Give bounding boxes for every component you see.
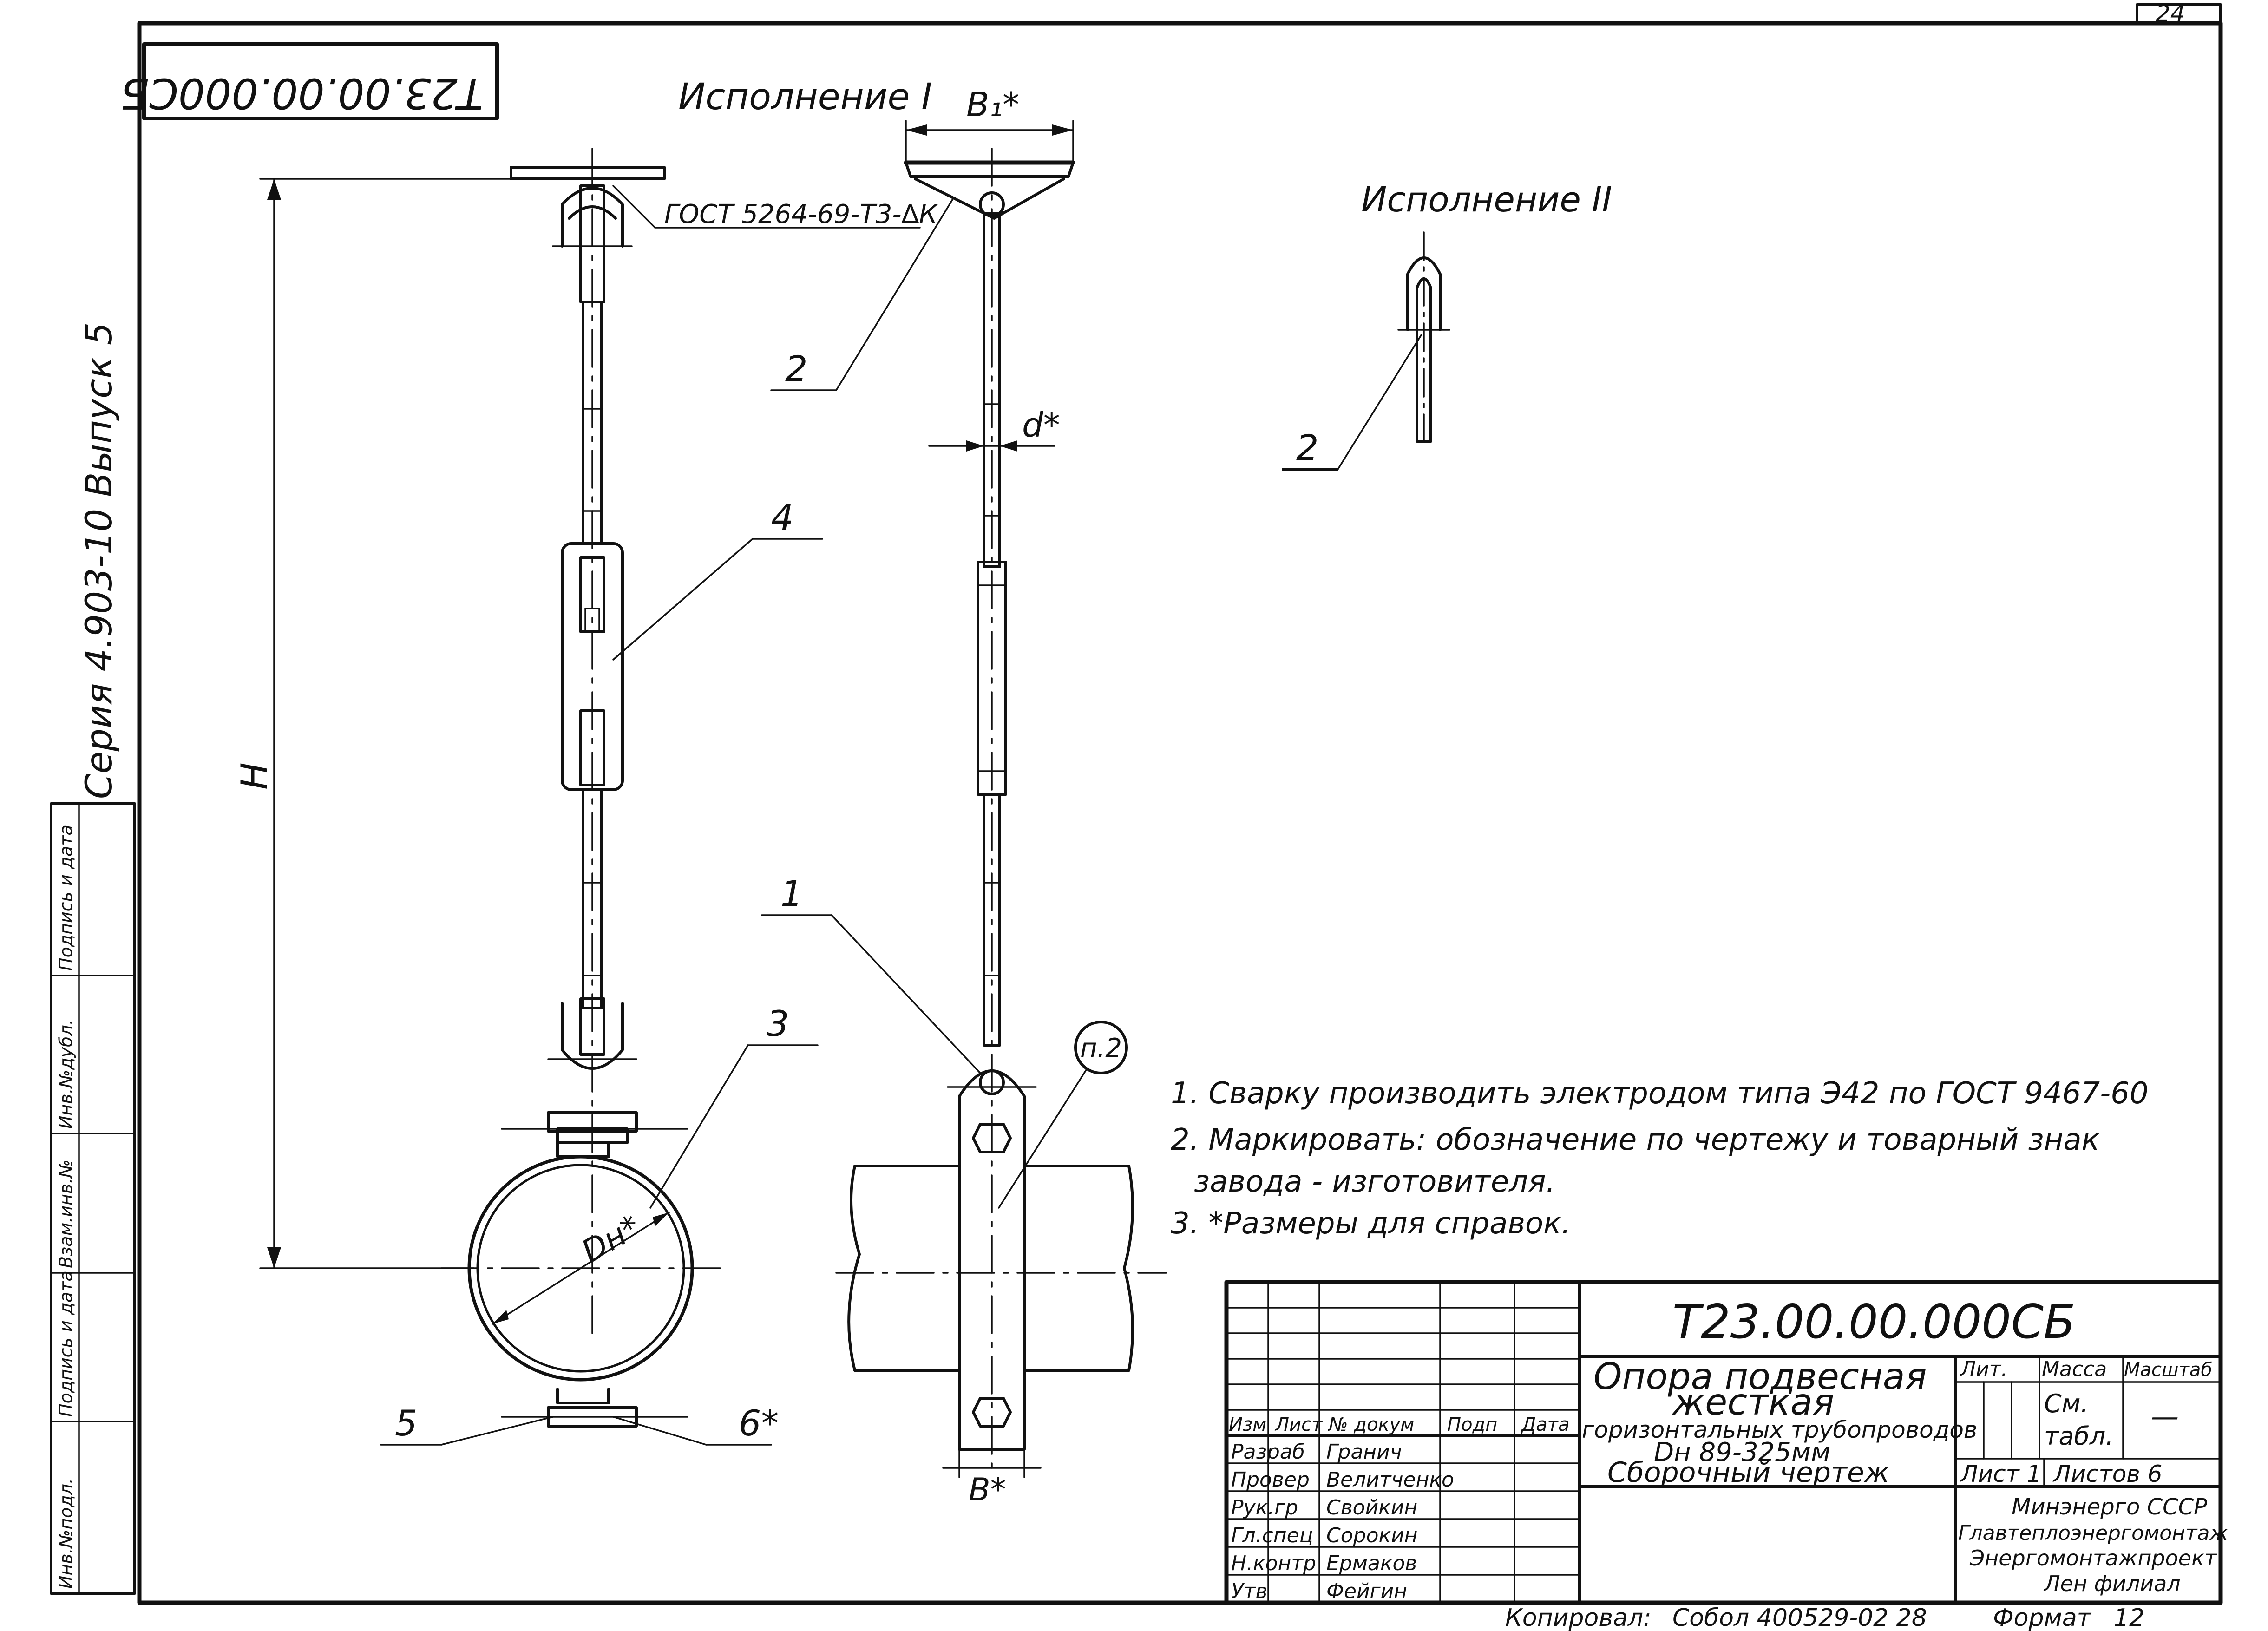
tb-mass-value-2: табл. [2044,1421,2114,1451]
code-box [142,42,499,120]
leader-lines [380,185,1422,1446]
tb-mass-header: Масса [2042,1357,2107,1381]
sheet-number: 24 [2156,0,2185,27]
sheet-number-box [2136,3,2222,25]
side-stamp: Инв.№подл. Подпись и дата Взам.инв.№ Инв… [50,802,136,1595]
note-2: 2. Маркировать: обозначение по чертежу и… [1171,1123,2100,1157]
tb-org-1: Минэнерго СССР [2012,1494,2207,1520]
footer-order: Собол 400529-02 28 [1672,1604,1927,1631]
tb-col-sign: Подп [1447,1414,1497,1435]
dim-d: d* [1022,406,1060,445]
tb-designation: Т23.00.00.000СБ [1672,1295,2075,1349]
tb-name-2: Велитченко [1326,1468,1454,1492]
tb-name-6: Фейгин [1326,1579,1407,1603]
tb-name-1: Гранич [1326,1440,1402,1464]
pos-1-label: 1 [780,873,803,914]
tb-name-4: Сорокин [1326,1524,1417,1547]
footer-copied: Копировал: [1505,1604,1652,1631]
execution-2-label: Исполнение II [1361,180,1612,220]
tb-title-5: Сборочный чертеж [1607,1456,1889,1489]
tb-scale-header: Масштаб [2124,1359,2212,1381]
stamp-cell-2: Подпись и дата [56,1271,76,1417]
footer-format-value: 12 [2114,1604,2144,1631]
tb-scale-value: — [2151,1401,2179,1433]
dim-H: H [234,762,276,790]
tb-role-5: Н.контр [1231,1552,1316,1575]
pos-3-label: 3 [767,1003,789,1044]
note-1: 1. Сварку производить электродом типа Э4… [1171,1076,2149,1111]
stamp-cell-3: Взам.инв.№ [56,1159,76,1268]
tb-role-2: Провер [1231,1468,1310,1492]
view-execution-2 [1397,231,1450,447]
tb-role-4: Гл.спец [1231,1524,1313,1547]
tb-role-1: Разраб [1231,1440,1305,1464]
tb-col-list: Лист [1274,1414,1323,1435]
outer-frame [137,21,2223,1605]
pos-4-label: 4 [771,497,793,538]
pos-2-label: 2 [785,348,807,389]
tb-col-date: Дата [1521,1414,1570,1435]
tb-org-3: Энергомонтажпроект [1969,1546,2217,1571]
title-block [1224,1280,2223,1605]
stamp-cell-1: Инв.№подл. [56,1478,76,1589]
tb-col-izm: Изм [1229,1414,1266,1435]
pos-6-label: 6* [739,1402,779,1444]
tb-title-1: Опора подвесная [1593,1356,1927,1398]
tb-name-5: Ермаков [1326,1552,1417,1575]
view-front [259,148,726,1428]
tb-sheets-label: Листов 6 [2052,1461,2162,1487]
stamp-cell-5: Подпись и дата [56,825,76,971]
code-rotated: Т23.00.00.000СБ [120,69,483,118]
tb-lit-header: Лит. [1960,1357,2007,1381]
tb-role-6: Утв [1231,1579,1267,1603]
tb-title-4: Dн 89-325мм [1654,1437,1830,1467]
dim-B: В* [969,1472,1006,1508]
tb-title-2: жесткая [1672,1382,1834,1423]
footer-format-label: Формат [1993,1604,2092,1631]
note-2-cont: завода - изготовителя. [1194,1165,1555,1199]
execution-1-label: Исполнение I [678,76,932,118]
pos-5-label: 5 [395,1402,417,1444]
tb-org-4: Лен филиал [2043,1571,2181,1596]
note-ref-label: п.2 [1080,1033,1122,1063]
dim-B1: В₁* [966,85,1019,124]
view-side [835,120,1167,1478]
tb-col-doc: № докум [1328,1414,1414,1435]
stamp-cell-4: Инв.№дубл. [56,1019,76,1129]
series-text: Серия 4.903-10 Выпуск 5 [79,322,120,799]
tb-name-3: Свойкин [1326,1496,1417,1520]
pos-2-exec-label: 2 [1296,427,1318,468]
tb-org-2: Главтеплоэнергомонтаж [1958,1521,2228,1545]
tb-sheet-label: Лист 1 [1960,1461,2041,1487]
tb-role-3: Рук.гр [1231,1496,1298,1520]
gost-weld-label: ГОСТ 5264-69-Т3-∆К [664,199,938,229]
tb-title-3: горизонтальных трубопроводов [1582,1416,1977,1443]
note-3: 3. *Размеры для справок. [1171,1206,1571,1241]
tb-mass-value-1: См. [2044,1389,2089,1418]
dim-Dn: Dн* [576,1208,647,1271]
